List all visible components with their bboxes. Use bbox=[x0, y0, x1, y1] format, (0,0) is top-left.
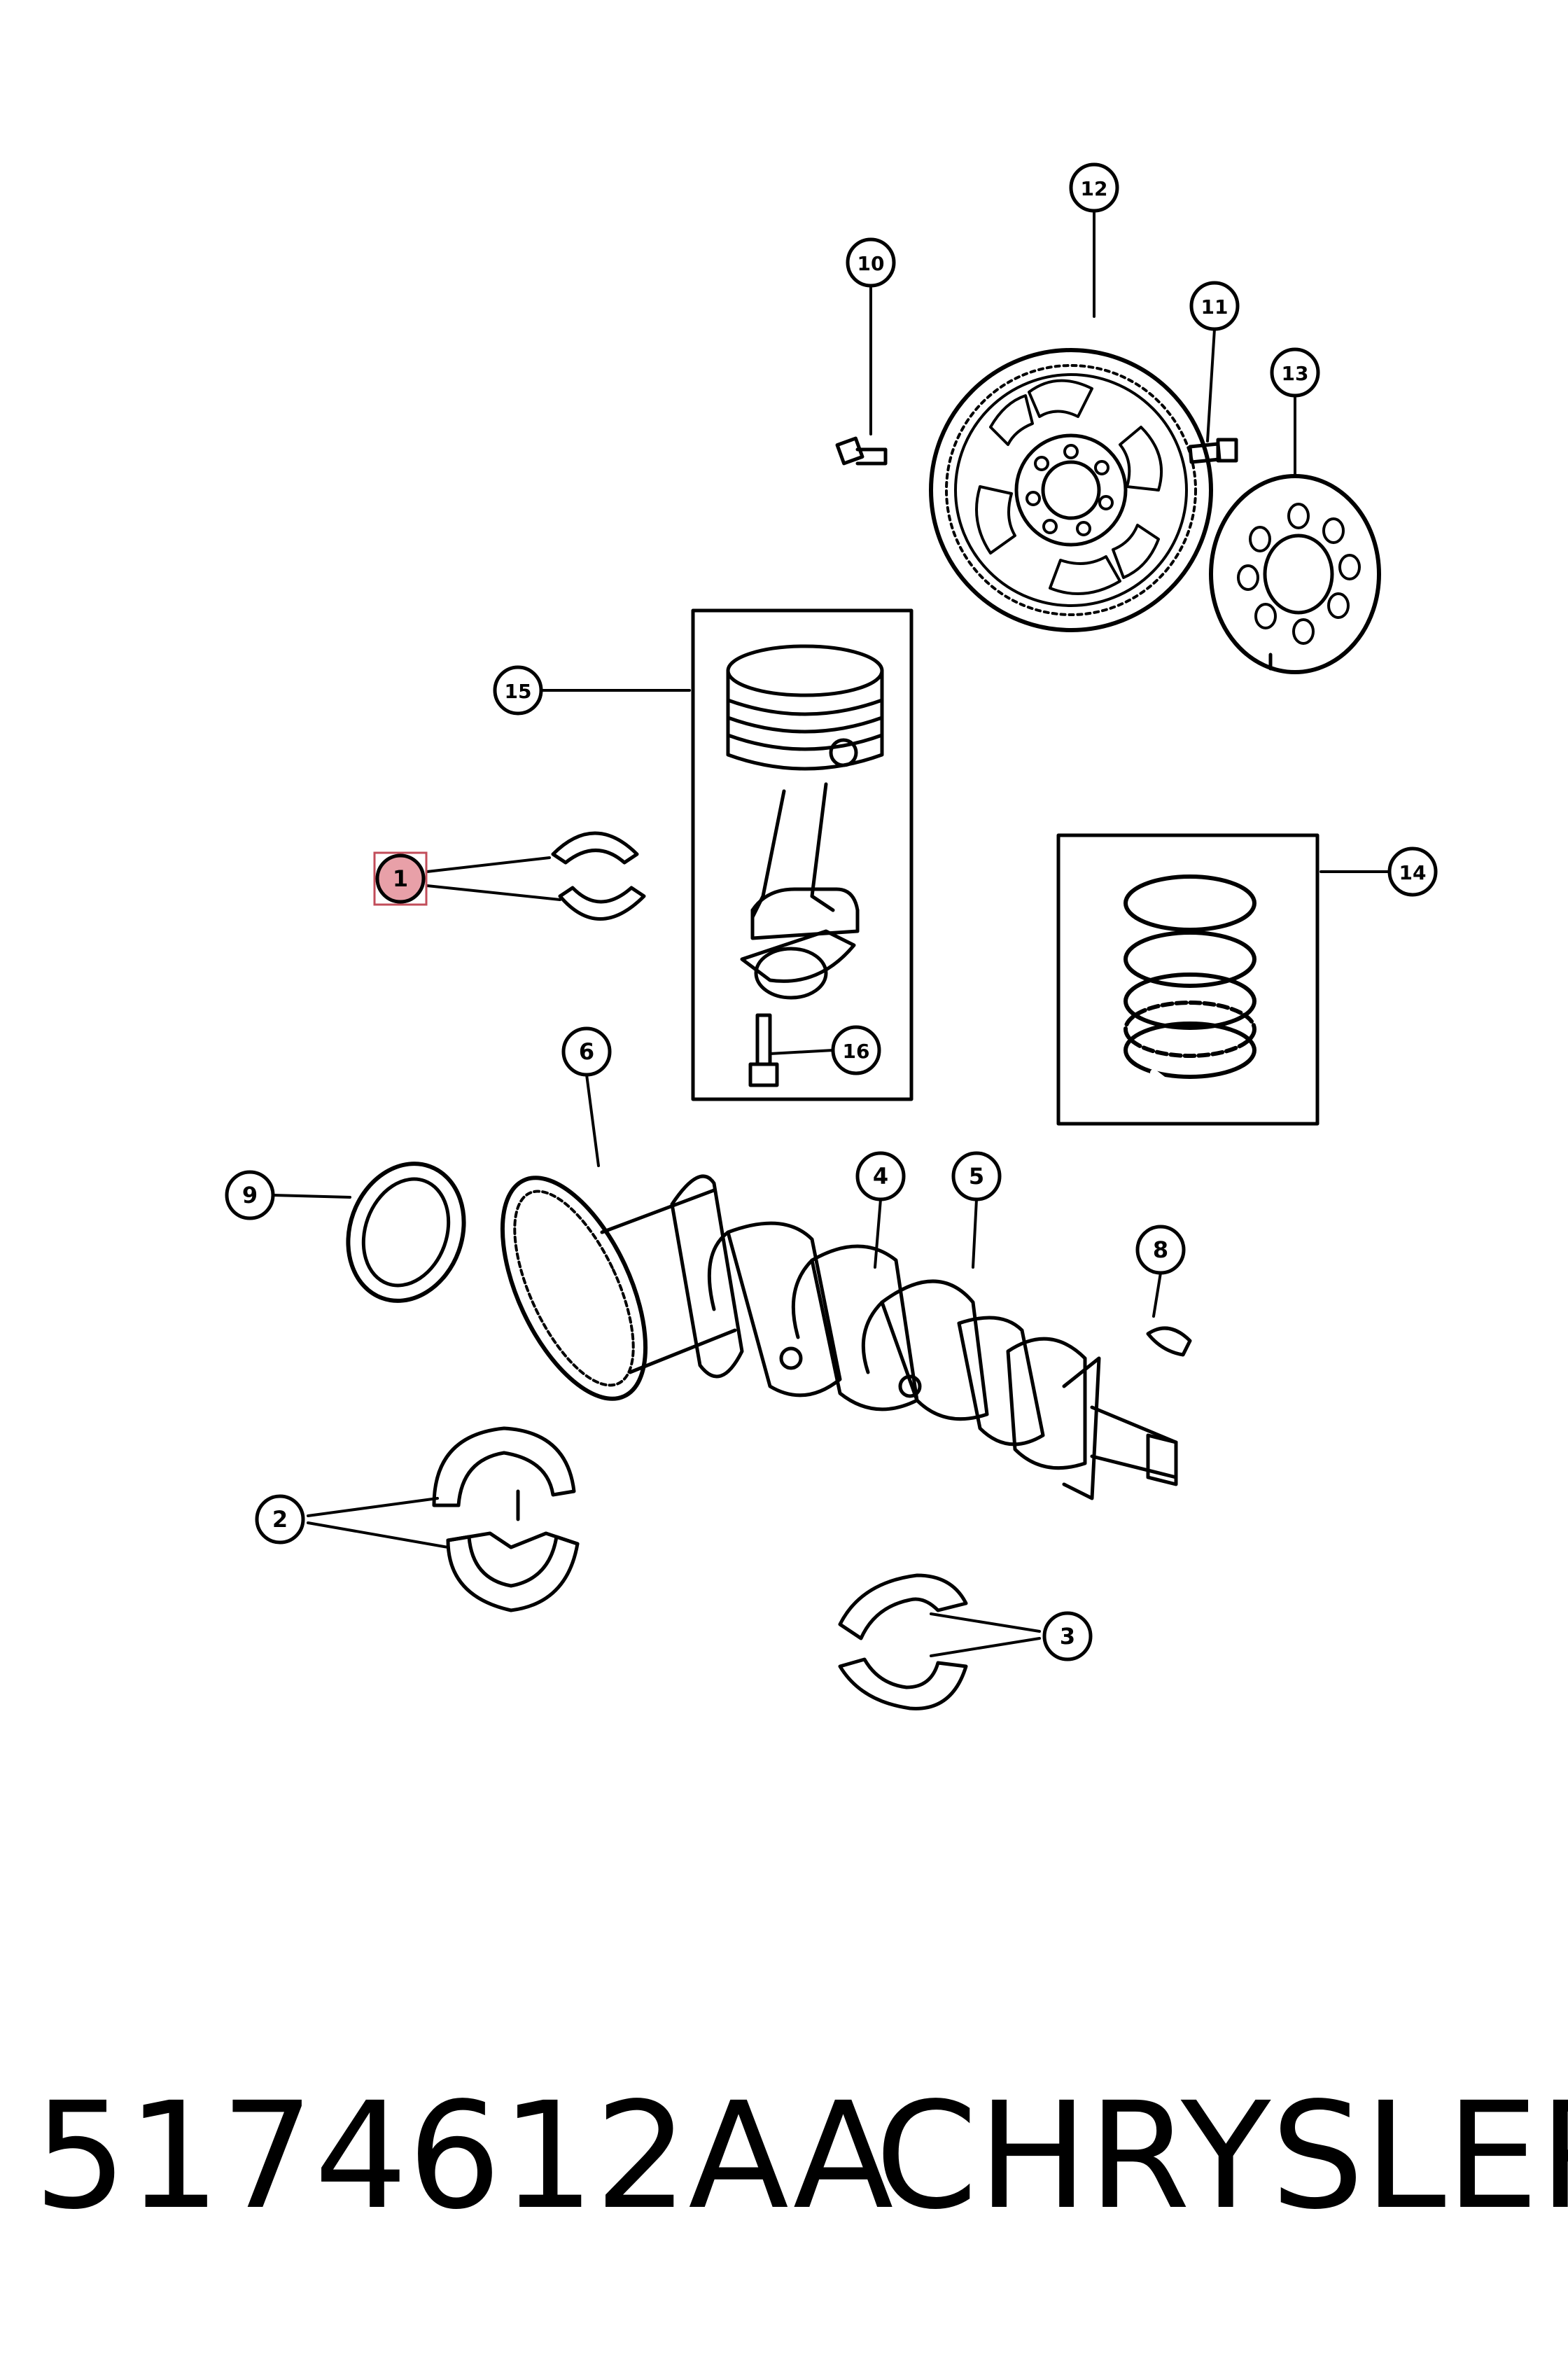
callout-circle-9[interactable] bbox=[225, 1170, 275, 1220]
callout-circle-16[interactable] bbox=[831, 1025, 881, 1075]
callout-label-2[interactable]: 2 bbox=[272, 1506, 288, 1533]
callout-circle-14[interactable] bbox=[1387, 846, 1438, 897]
brand-name: CHRYSLER bbox=[875, 2070, 1568, 2242]
piston-rod-assembly-part bbox=[691, 608, 913, 1101]
callout-label-12[interactable]: 12 bbox=[1081, 177, 1108, 200]
callout-circle-11[interactable] bbox=[1189, 281, 1240, 331]
callout-label-9[interactable]: 9 bbox=[242, 1182, 258, 1208]
callout-label-1[interactable]: 1 bbox=[393, 865, 408, 892]
callout-circle-15[interactable] bbox=[493, 665, 543, 716]
callout-circle-8[interactable] bbox=[1135, 1225, 1186, 1275]
rear-main-seal-part bbox=[346, 1162, 466, 1303]
main-bearing-part bbox=[432, 1426, 580, 1612]
rod-bearing-part bbox=[551, 831, 646, 921]
leader-lines bbox=[272, 209, 1391, 1657]
callout-label-3[interactable]: 3 bbox=[1060, 1623, 1075, 1650]
callout-circle-4[interactable] bbox=[855, 1151, 906, 1201]
bolt-part-11 bbox=[1188, 438, 1238, 464]
footer: 5174612AA CHRYSLER bbox=[0, 2072, 1568, 2240]
callout-label-10[interactable]: 10 bbox=[858, 252, 885, 275]
part-number: 5174612AA bbox=[34, 2070, 894, 2242]
rod-bolt-part bbox=[748, 1013, 779, 1087]
callout-label-16[interactable]: 16 bbox=[843, 1040, 870, 1063]
callout-label-8[interactable]: 8 bbox=[1153, 1236, 1168, 1263]
callout-circle-12[interactable] bbox=[1069, 162, 1119, 213]
callout-label-5[interactable]: 5 bbox=[969, 1163, 984, 1190]
callout-label-11[interactable]: 11 bbox=[1201, 295, 1228, 319]
callout-label-6[interactable]: 6 bbox=[579, 1038, 594, 1065]
callout-circle-6[interactable] bbox=[561, 1026, 612, 1077]
callout-circle-3[interactable] bbox=[1042, 1611, 1093, 1661]
woodruff-key-part bbox=[1146, 1326, 1192, 1357]
flywheel-part bbox=[929, 348, 1213, 632]
callout-circle-5[interactable] bbox=[951, 1151, 1002, 1201]
callout-circle-10[interactable] bbox=[846, 237, 896, 288]
adapter-plate-part bbox=[1209, 474, 1381, 674]
bolt-part-10 bbox=[835, 436, 888, 466]
callout-label-14[interactable]: 14 bbox=[1399, 861, 1427, 884]
callout-label-4[interactable]: 4 bbox=[873, 1163, 888, 1190]
thrust-bearing-part bbox=[838, 1573, 968, 1710]
callout-label-13[interactable]: 13 bbox=[1282, 362, 1309, 385]
piston-ring-set-part bbox=[1056, 833, 1320, 1126]
callout-label-15[interactable]: 15 bbox=[505, 680, 532, 703]
callout-circle-13[interactable] bbox=[1270, 347, 1320, 398]
callout-circle-1[interactable] bbox=[375, 853, 426, 904]
callout-circle-2[interactable] bbox=[255, 1494, 305, 1545]
highlight-box bbox=[373, 851, 428, 906]
crankshaft-part bbox=[500, 1174, 1178, 1500]
